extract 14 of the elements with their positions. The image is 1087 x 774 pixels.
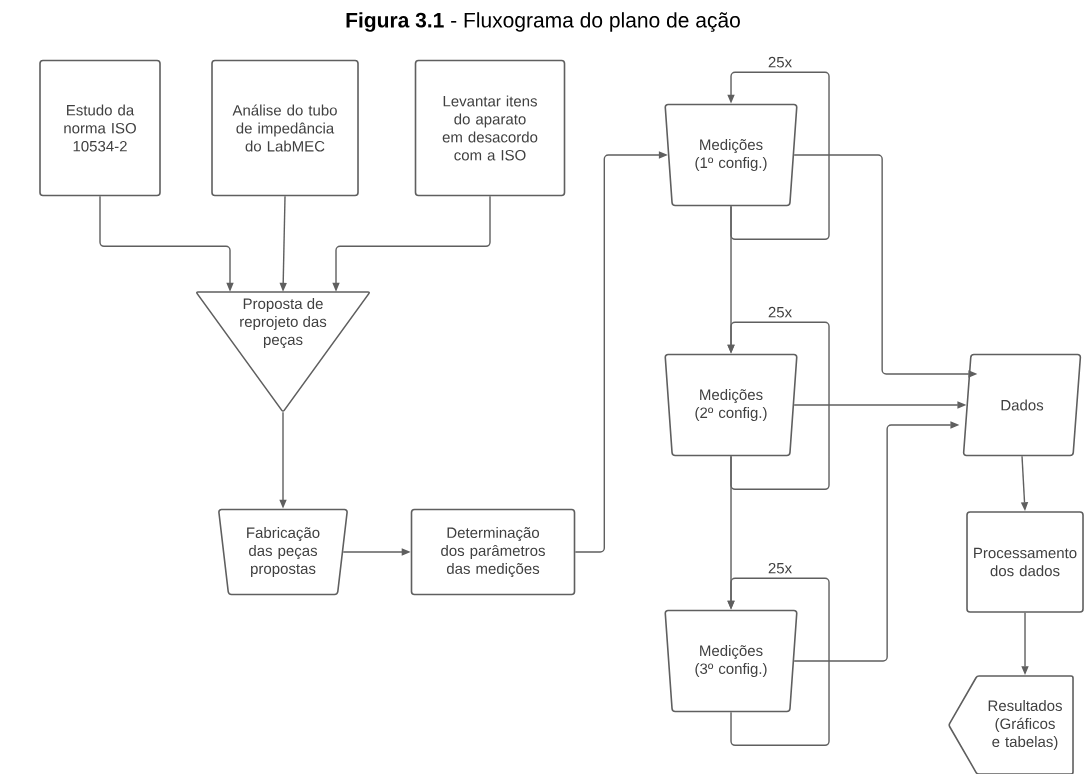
figure-title: Figura 3.1 - Fluxograma do plano de ação: [346, 12, 740, 32]
process-box: Processamento dos dados: [966, 511, 1084, 613]
edge-label: 25x: [766, 305, 794, 319]
edge-label: 25x: [766, 561, 794, 575]
process-box: Estudo da norma ISO 10534-2: [39, 59, 161, 197]
data-parallelogram: Dados: [962, 353, 1082, 457]
process-box: Determinação dos parâmetros das medições: [410, 508, 576, 596]
process-box: Análise do tubo de impedância do LabMEC: [211, 59, 359, 197]
process-box: Levantar itens do aparato em desacordo com a ISO: [414, 59, 566, 197]
merge-triangle: Proposta de reprojeto das peças: [196, 291, 370, 412]
arrow: [727, 321, 830, 490]
arrow: [727, 71, 830, 240]
edge-label: 25x: [766, 55, 794, 69]
arrow: [727, 577, 830, 747]
